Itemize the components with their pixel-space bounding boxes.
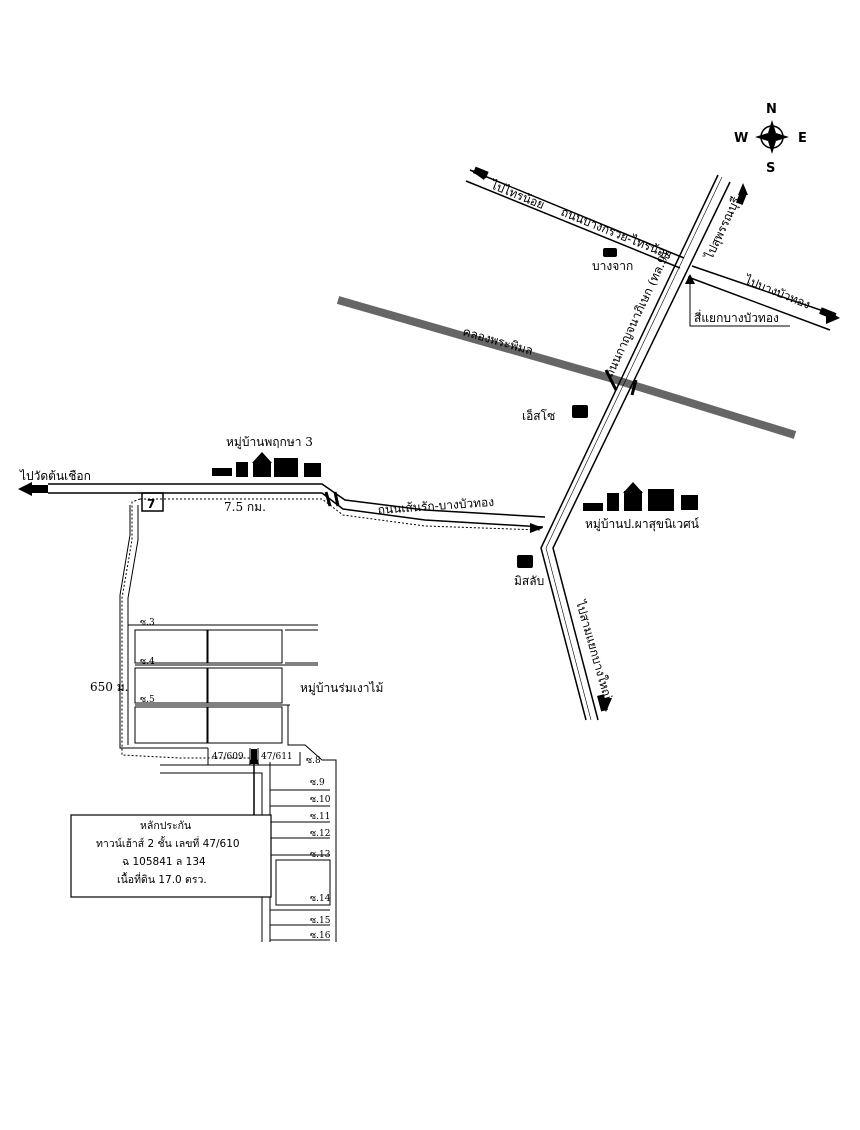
soi-label: ซ.5: [140, 695, 155, 705]
compass-n: N: [766, 102, 777, 117]
label-to-wat-ton-chueak: ไปวัดต้นเชือก: [19, 469, 91, 483]
collateral-title: หลักประกัน: [140, 820, 191, 832]
compass-icon: N S W E: [734, 102, 807, 176]
svg-text:7: 7: [147, 497, 155, 511]
soi-label: ซ.13: [310, 850, 331, 860]
intersection-pointer: [689, 282, 790, 327]
collateral-unit-marker: [251, 749, 257, 761]
estate-roads: [119, 505, 337, 942]
label-intersection: สี่แยกบางบัวทอง: [694, 309, 779, 325]
soi-label: ซ.12: [310, 829, 330, 839]
label-to-bang-bua-thong: ไปบางบัวทอง: [742, 272, 812, 311]
plot-left-label: 47/609: [212, 752, 244, 762]
label-esso: เอ็สโซ: [522, 408, 555, 423]
route-dotted: [121, 498, 541, 759]
soi-label: ซ.11: [310, 812, 330, 822]
soi-label: ซ.10: [310, 795, 331, 805]
label-distance-km: 7.5 กม.: [224, 500, 266, 514]
soi-label: ซ.9: [310, 778, 325, 788]
label-mitsubishi: มิสลับ: [514, 574, 544, 588]
village-buildings-icon: [212, 452, 698, 511]
bridge-marks: [324, 369, 638, 507]
store-icon: 7: [141, 492, 164, 512]
sai-noi-road: [465, 169, 685, 269]
compass-s: S: [766, 161, 775, 176]
label-to-sai-noi: ไปไทรน้อย: [488, 177, 547, 212]
label-rom-ngao-mai: หมู่บ้านร่มเงาไม้: [300, 681, 383, 696]
collateral-box: หลักประกัน ทาวน์เฮ้าส์ 2 ชั้น เลขที่ 47/…: [70, 814, 272, 898]
soi-label: ซ.16: [310, 931, 331, 941]
label-distance-m: 650 ม.: [90, 680, 128, 694]
plot-right-label: 47/611: [261, 752, 293, 762]
soi-label: ซ.8: [306, 756, 321, 766]
gas-station-icon: [517, 248, 617, 568]
label-bang-chak: บางจาก: [592, 259, 633, 273]
soi-label: ซ.4: [140, 657, 155, 667]
wat-ton-chueak-road: [48, 483, 546, 528]
label-prapaphat: หมู่บ้านป.ผาสุขนิเวศน์: [585, 517, 699, 532]
compass-w: W: [734, 131, 748, 146]
compass-e: E: [798, 131, 807, 146]
collateral-line3: เนื้อที่ดิน 17.0 ตรว.: [117, 872, 207, 886]
label-pruksa3: หมู่บ้านพฤกษา 3: [226, 435, 313, 450]
soi-label: ซ.14: [310, 894, 331, 904]
collateral-line1: ทาวน์เฮ้าส์ 2 ชั้น เลขที่ 47/610: [96, 836, 240, 850]
collateral-line2: ฉ 105841 ล 134: [122, 856, 206, 868]
soi-label: ซ.3: [140, 618, 155, 628]
soi-label: ซ.15: [310, 916, 331, 926]
kanchanaphisek-road: [540, 174, 731, 721]
bang-bua-thong-road: [687, 265, 836, 331]
